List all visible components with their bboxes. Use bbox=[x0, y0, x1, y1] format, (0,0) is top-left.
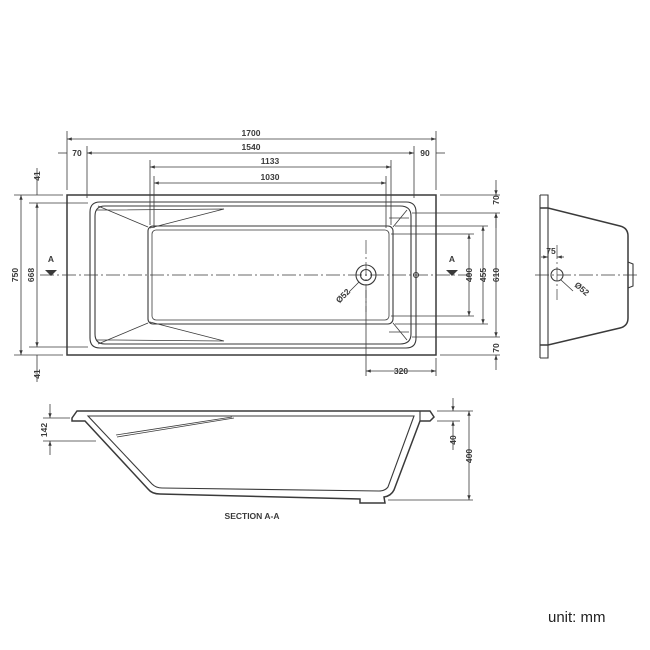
plan-rim-inner-edge bbox=[89, 201, 417, 349]
waste-outlet-inner bbox=[359, 268, 373, 282]
section-inner-outline bbox=[86, 415, 415, 492]
end-view-outline bbox=[540, 207, 629, 346]
end-view-rim-top bbox=[540, 194, 549, 210]
section-outer-outline bbox=[71, 410, 435, 504]
dim-1133: 1133 bbox=[261, 156, 280, 166]
plan-waste-offset-dimension: 320 bbox=[365, 290, 437, 376]
end-view-waste-outlet bbox=[550, 268, 564, 282]
dim-70-side-top: 70 bbox=[491, 195, 501, 205]
section-view: 142 40 400 SECTION A-A bbox=[39, 398, 474, 521]
dim-70-end-left: 70 bbox=[72, 148, 82, 158]
plan-backrest-diag-top bbox=[97, 205, 149, 228]
end-view-waste-diameter: Ø52 bbox=[573, 280, 592, 298]
section-marker-left: A bbox=[48, 254, 54, 264]
plan-backrest-upper bbox=[96, 208, 225, 229]
end-view-diameter-leader bbox=[560, 279, 574, 292]
dim-455: 455 bbox=[478, 268, 488, 282]
section-backrest-line bbox=[115, 416, 233, 436]
section-arrow-right bbox=[446, 270, 458, 276]
waste-diameter-leader bbox=[348, 281, 360, 293]
dim-750: 750 bbox=[10, 268, 20, 282]
overflow-outlet bbox=[412, 271, 420, 279]
dim-1540: 1540 bbox=[242, 142, 261, 152]
plan-backrest-diag-bottom bbox=[97, 322, 149, 345]
waste-outlet-outer bbox=[355, 264, 377, 286]
dim-610: 610 bbox=[491, 268, 501, 282]
plan-foot-corner-bottom bbox=[392, 322, 408, 341]
unit-label: unit: mm bbox=[548, 609, 606, 626]
section-dim-40: 40 bbox=[448, 435, 458, 445]
plan-foot-corner-top bbox=[392, 209, 408, 228]
plan-backrest-lower bbox=[96, 321, 225, 342]
section-marker-right: A bbox=[449, 254, 455, 264]
section-dim-142: 142 bbox=[39, 423, 49, 437]
section-title: SECTION A-A bbox=[225, 511, 280, 521]
dim-1030: 1030 bbox=[261, 172, 280, 182]
plan-top-dimensions: 1700 1540 70 90 1133 1030 bbox=[58, 128, 445, 228]
end-view-rim-bottom bbox=[540, 343, 549, 359]
dim-70-side-bottom: 70 bbox=[491, 343, 501, 353]
dim-41-top: 41 bbox=[32, 171, 42, 181]
dim-668: 668 bbox=[26, 268, 36, 282]
section-dim-400: 400 bbox=[464, 449, 474, 463]
dim-90-end-right: 90 bbox=[420, 148, 430, 158]
section-arrow-left bbox=[45, 270, 57, 276]
plan-inner-basin-outline bbox=[94, 205, 412, 345]
plan-view: Ø52 A A bbox=[40, 194, 470, 356]
dim-41-bottom: 41 bbox=[32, 369, 42, 379]
waste-diameter-label: Ø52 bbox=[334, 286, 353, 305]
end-view: 75 Ø52 bbox=[535, 194, 640, 359]
plan-left-dimensions: 750 668 41 41 bbox=[10, 168, 88, 382]
plan-right-dimensions: 70 610 70 455 400 bbox=[391, 180, 501, 370]
section-backrest-line-2 bbox=[116, 417, 235, 438]
end-view-dim-75: 75 bbox=[546, 246, 556, 256]
dim-1700: 1700 bbox=[242, 128, 261, 138]
dim-400-plan: 400 bbox=[464, 268, 474, 282]
dim-320: 320 bbox=[394, 366, 408, 376]
